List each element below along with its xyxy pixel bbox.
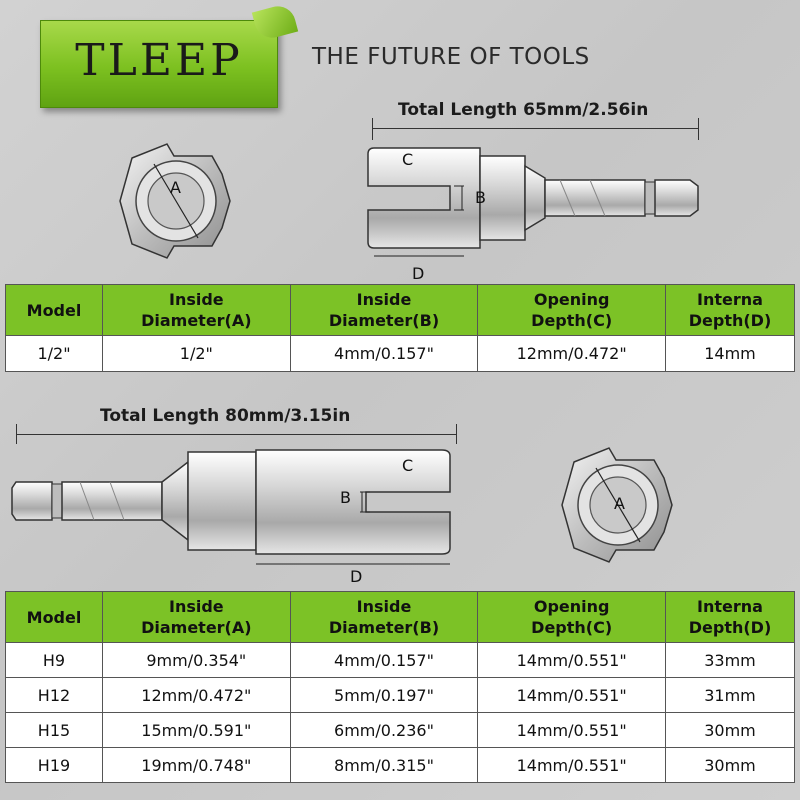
table-cell: H12 xyxy=(5,677,103,713)
header-line: Depth(D) xyxy=(688,618,772,637)
table-row: H9 9mm/0.354" 4mm/0.157" 14mm/0.551" 33m… xyxy=(5,642,795,678)
total-length-label-2: Total Length 80mm/3.15in xyxy=(100,406,351,426)
table-cell: 9mm/0.354" xyxy=(102,642,291,678)
header-line: Diameter(A) xyxy=(141,618,252,637)
end-view-diagram-2 xyxy=(561,447,673,563)
brand-tagline: THE FUTURE OF TOOLS xyxy=(312,44,590,70)
table-cell: 30mm xyxy=(665,712,795,748)
table-row: H12 12mm/0.472" 5mm/0.197" 14mm/0.551" 3… xyxy=(5,677,795,713)
end-view-diagram-1 xyxy=(119,143,231,259)
dim-label-d-1: D xyxy=(412,264,425,283)
table-cell: 31mm xyxy=(665,677,795,713)
table-cell: 1/2" xyxy=(102,335,291,372)
col-header-model: Model xyxy=(5,591,103,643)
table-cell: H19 xyxy=(5,747,103,783)
total-length-tick-right-1 xyxy=(698,118,699,140)
header-line: Depth(C) xyxy=(531,618,613,637)
table-row: H19 19mm/0.748" 8mm/0.315" 14mm/0.551" 3… xyxy=(5,747,795,783)
table-cell: 4mm/0.157" xyxy=(289,642,479,678)
dim-label-d-2: D xyxy=(350,567,363,586)
dim-label-c-1: C xyxy=(402,150,414,169)
header-line: Opening xyxy=(533,290,610,309)
end-view-label-a-2: A xyxy=(614,494,625,513)
table-cell: 33mm xyxy=(665,642,795,678)
total-length-tick-left-1 xyxy=(372,118,373,140)
header-line: Interna xyxy=(697,290,763,309)
end-view-label-a-1: A xyxy=(170,178,181,197)
total-length-line-1 xyxy=(372,128,698,129)
total-length-tick-left-2 xyxy=(16,424,17,444)
table-cell: H15 xyxy=(5,712,103,748)
header-line: Interna xyxy=(697,597,763,616)
header-line: Opening xyxy=(533,597,610,616)
table-cell: 1/2" xyxy=(5,335,103,372)
table-cell: 14mm xyxy=(665,335,795,372)
table-cell: 19mm/0.748" xyxy=(102,747,291,783)
table-cell: 30mm xyxy=(665,747,795,783)
brand-name: TLEEP xyxy=(75,35,243,86)
brand-banner: TLEEP xyxy=(40,2,299,108)
table-cell: 4mm/0.157" xyxy=(289,335,479,372)
total-length-label-1: Total Length 65mm/2.56in xyxy=(398,100,649,120)
table-cell: 6mm/0.236" xyxy=(289,712,479,748)
plug-cutter-side-view-1 xyxy=(367,147,699,257)
header-line: Inside xyxy=(169,290,224,309)
header-line: Inside xyxy=(356,597,412,616)
table-cell: 12mm/0.472" xyxy=(477,335,666,372)
table-cell: 14mm/0.551" xyxy=(477,747,666,783)
total-length-line-2 xyxy=(16,434,456,435)
header-line: Depth(D) xyxy=(688,311,772,330)
table-cell: 14mm/0.551" xyxy=(477,642,666,678)
table-cell: 8mm/0.315" xyxy=(289,747,479,783)
table-cell: 14mm/0.551" xyxy=(477,712,666,748)
total-length-tick-right-2 xyxy=(456,424,457,444)
col-header-model: Model xyxy=(5,284,103,336)
header-line: Diameter(A) xyxy=(141,311,252,330)
header-line: Depth(C) xyxy=(531,311,613,330)
plug-cutter-side-view-2 xyxy=(11,449,451,565)
header-line: Diameter(B) xyxy=(328,618,440,637)
header-line: Diameter(B) xyxy=(328,311,440,330)
table-cell: 15mm/0.591" xyxy=(102,712,291,748)
table-cell: 12mm/0.472" xyxy=(102,677,291,713)
table-row: H15 15mm/0.591" 6mm/0.236" 14mm/0.551" 3… xyxy=(5,712,795,748)
table-row: 1/2" 1/2" 4mm/0.157" 12mm/0.472" 14mm xyxy=(5,335,795,372)
table-cell: 5mm/0.197" xyxy=(289,677,479,713)
dim-label-c-2: C xyxy=(402,456,414,475)
table-cell: H9 xyxy=(5,642,103,678)
dim-label-b-2: B xyxy=(340,488,351,507)
header-line: Inside xyxy=(169,597,224,616)
table-cell: 14mm/0.551" xyxy=(477,677,666,713)
header-line: Inside xyxy=(356,290,412,309)
dim-label-b-1: B xyxy=(475,188,486,207)
